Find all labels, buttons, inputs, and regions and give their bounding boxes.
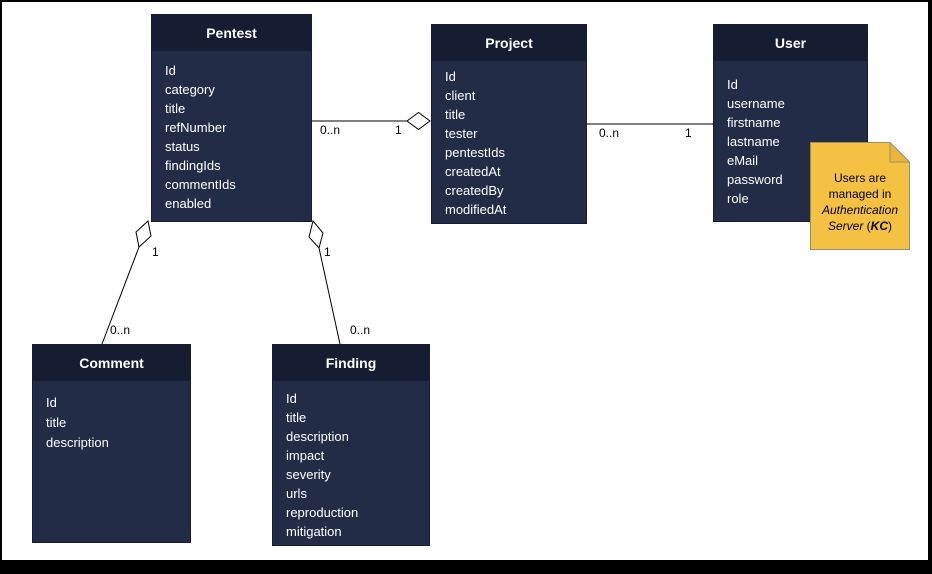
entity-field: tester (445, 126, 478, 141)
multiplicity-pentest-comment-target: 0..n (110, 323, 131, 337)
entity-field: createdAt (445, 164, 501, 179)
entity-user-title: User (714, 25, 867, 61)
entity-field: title (165, 101, 186, 116)
entity-field: Id (165, 63, 176, 78)
entity-field: client (445, 88, 476, 103)
entity-field: role (727, 191, 749, 206)
entity-field: mitigation (286, 524, 342, 539)
multiplicity-pentest-project-target: 1 (395, 123, 402, 137)
entity-field: Id (445, 69, 456, 84)
entity-field: eMail (727, 153, 759, 168)
multiplicity-pentest-finding-target: 0..n (350, 323, 371, 337)
folded-corner-icon (889, 142, 910, 163)
entity-field: title (286, 410, 307, 425)
entity-field: status (165, 139, 200, 154)
entity-field: commentIds (165, 177, 236, 192)
entity-field: findingIds (165, 158, 221, 173)
entity-field: severity (286, 467, 331, 482)
note-line: Authentication (821, 203, 899, 217)
entity-field: enabled (165, 196, 212, 211)
entity-user: User Id username firstname lastname eMai… (713, 24, 868, 222)
entity-comment-title: Comment (33, 345, 190, 381)
note-line: Users are (833, 171, 886, 185)
entity-field: category (165, 82, 215, 97)
entity-pentest: Pentest Id category title refNumber stat… (151, 14, 312, 222)
entity-field: description (286, 429, 349, 444)
entity-field: username (727, 96, 785, 111)
sticky-note-text: Users are managed in Authentication Serv… (810, 170, 910, 234)
sticky-note-shape (810, 142, 910, 250)
entity-field: firstname (727, 115, 781, 130)
multiplicity-pentest-finding-source: 1 (324, 245, 331, 259)
entity-field: password (727, 172, 783, 187)
entity-field: reproduction (286, 505, 359, 520)
aggregation-diamond-project (406, 111, 431, 131)
entity-project: Project Id client title tester pentestId… (431, 24, 587, 224)
multiplicity-pentest-project-source: 0..n (320, 123, 341, 137)
multiplicity-pentest-comment-source: 1 (152, 245, 159, 259)
entity-field: urls (286, 486, 307, 501)
entity-field: title (445, 107, 466, 122)
entity-field: createdBy (445, 183, 504, 198)
entity-field: impact (286, 448, 325, 463)
entity-comment-fields: Id title description (33, 381, 190, 453)
sticky-note: Users are managed in Authentication Serv… (810, 142, 910, 250)
entity-user-fields: Id username firstname lastname eMail pas… (714, 61, 867, 208)
entity-comment: Comment Id title description (32, 344, 191, 543)
entity-finding-title: Finding (273, 345, 429, 381)
entity-project-fields: Id client title tester pentestIds create… (432, 61, 586, 219)
entity-field: pentestIds (445, 145, 505, 160)
entity-field: modifiedAt (445, 202, 507, 217)
note-line: managed in (828, 187, 892, 201)
aggregation-diamond-pentest-comment (135, 220, 152, 248)
entity-pentest-title: Pentest (152, 15, 311, 51)
entity-field: description (46, 435, 109, 450)
entity-finding: Finding Id title description impact seve… (272, 344, 430, 546)
note-line: Server (KC) (827, 219, 893, 233)
multiplicity-project-user-target: 1 (685, 126, 692, 140)
entity-field: refNumber (165, 120, 227, 135)
entity-pentest-fields: Id category title refNumber status findi… (152, 51, 311, 213)
connector-pentest-finding (318, 247, 341, 345)
aggregation-diamond-pentest-finding (308, 219, 324, 250)
entity-finding-fields: Id title description impact severity url… (273, 381, 429, 541)
multiplicity-project-user-source: 0..n (599, 126, 620, 140)
entity-field: Id (46, 395, 57, 410)
entity-field: Id (286, 391, 297, 406)
entity-project-title: Project (432, 25, 586, 61)
entity-field: title (46, 415, 67, 430)
entity-field: Id (727, 77, 738, 92)
entity-field: lastname (727, 134, 780, 149)
